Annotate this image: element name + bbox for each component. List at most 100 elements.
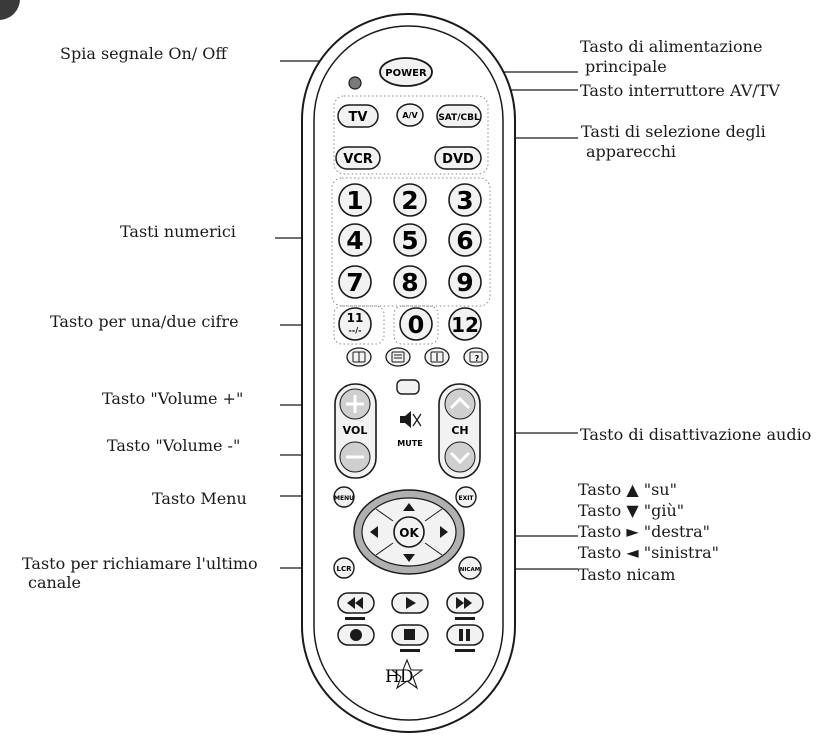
ok-button[interactable]: [393, 516, 425, 548]
svg-text:--/-: --/-: [349, 326, 362, 335]
volume-rocker[interactable]: VOL: [334, 383, 377, 479]
pause-button[interactable]: [446, 624, 484, 652]
label-signal-led: Spia segnale On/ Off: [60, 44, 227, 63]
menu-button[interactable]: MENU: [333, 486, 355, 508]
stop-button[interactable]: [391, 624, 429, 652]
navigation-pad[interactable]: OK: [353, 489, 465, 575]
lcr-button[interactable]: LCR: [333, 557, 355, 579]
mute-button[interactable]: MUTE: [397, 411, 423, 448]
label-nicam-key: Tasto nicam: [578, 565, 676, 584]
fast-forward-icon: [456, 597, 472, 609]
nav-up-icon: [403, 503, 415, 511]
svg-text:MENU: MENU: [334, 495, 354, 502]
svg-text:?: ?: [475, 354, 480, 363]
teletext-size-button[interactable]: [424, 347, 450, 367]
digit-8-button[interactable]: 8: [393, 265, 427, 299]
teletext-button[interactable]: [385, 347, 411, 367]
nicam-button[interactable]: NICAM: [458, 556, 482, 580]
record-button[interactable]: [337, 624, 375, 646]
svg-text:SAT/CBL: SAT/CBL: [438, 113, 480, 123]
digit-label: 8: [401, 268, 418, 297]
remote-inner-outline: [313, 25, 504, 721]
svg-text:VCR: VCR: [343, 152, 373, 167]
dvd-button[interactable]: DVD: [434, 146, 482, 170]
digit-3-button[interactable]: 3: [448, 183, 482, 217]
digit-2-button[interactable]: 2: [393, 183, 427, 217]
digit-toggle-button[interactable]: 11 --/-: [338, 307, 372, 341]
digit-7-button[interactable]: 7: [338, 265, 372, 299]
svg-text:LCR: LCR: [337, 565, 353, 573]
pause-icon: [459, 629, 470, 641]
teletext-mix-button[interactable]: [346, 347, 372, 367]
svg-text:OK: OK: [399, 526, 419, 540]
nav-right-icon: [440, 526, 448, 538]
mute-icon: [400, 411, 422, 428]
label-device-select-1: Tasti di selezione degli: [581, 122, 766, 141]
svg-text:12: 12: [451, 313, 479, 337]
signal-led: [348, 76, 362, 90]
digit-1-button[interactable]: 1: [338, 183, 372, 217]
svg-text:TV: TV: [349, 110, 368, 125]
label-menu-key: Tasto Menu: [152, 489, 247, 508]
digit-0-button[interactable]: 0: [399, 307, 433, 341]
channel-rocker[interactable]: CH: [438, 383, 481, 479]
teletext-reveal-icon: [469, 351, 483, 363]
svg-text:EXIT: EXIT: [458, 495, 474, 502]
rewind-button[interactable]: [337, 592, 375, 620]
svg-text:DVD: DVD: [442, 152, 474, 167]
zero-frame: [393, 305, 439, 345]
label-volume-up: Tasto "Volume +": [102, 389, 244, 408]
label-numeric-keys: Tasti numerici: [120, 222, 236, 241]
label-mute-key: Tasto di disattivazione audio: [580, 425, 812, 444]
label-volume-down: Tasto "Volume -": [107, 436, 241, 455]
small-function-button[interactable]: [396, 379, 420, 395]
exit-button[interactable]: EXIT: [455, 486, 477, 508]
svg-text:CH: CH: [451, 424, 468, 437]
play-button[interactable]: [391, 592, 429, 614]
svg-text:0: 0: [408, 311, 425, 339]
label-last-channel-2: canale: [28, 573, 81, 592]
teletext-reveal-button[interactable]: ?: [463, 347, 489, 367]
digit-4-button[interactable]: 4: [338, 223, 372, 257]
digit-9-button[interactable]: 9: [448, 265, 482, 299]
digit-label: 1: [346, 186, 363, 215]
hd-logo: HD: [385, 658, 424, 690]
nav-left-icon: [370, 526, 378, 538]
vcr-button[interactable]: VCR: [335, 146, 381, 170]
digit-label: 5: [401, 226, 418, 255]
rewind-icon: [347, 597, 363, 609]
digit-label: 3: [456, 186, 473, 215]
stop-icon: [404, 629, 415, 640]
label-last-channel-1: Tasto per richiamare l'ultimo: [22, 554, 258, 573]
svg-text:A/V: A/V: [402, 111, 418, 120]
digit-label: 7: [346, 268, 363, 297]
power-button[interactable]: POWER: [379, 57, 433, 87]
digit-6-button[interactable]: 6: [448, 223, 482, 257]
record-icon: [350, 629, 362, 641]
play-icon: [406, 597, 416, 609]
digit-label: 6: [456, 226, 473, 255]
svg-text:NICAM: NICAM: [460, 567, 480, 573]
digit-12-button[interactable]: 12: [448, 307, 482, 341]
digit-label: 9: [456, 268, 473, 297]
label-power-1: Tasto di alimentazione: [580, 37, 763, 56]
label-digit-toggle: Tasto per una/due cifre: [50, 312, 239, 331]
digit-5-button[interactable]: 5: [393, 223, 427, 257]
label-av-tv: Tasto interruttore AV/TV: [580, 81, 780, 100]
label-power-2: principale: [585, 57, 667, 76]
fast-forward-button[interactable]: [446, 592, 484, 620]
nav-down-icon: [403, 554, 415, 562]
tv-button[interactable]: TV: [337, 104, 379, 128]
av-button[interactable]: A/V: [396, 103, 424, 127]
digit-toggle-frame: [333, 305, 385, 345]
down-arrow-icon: [449, 451, 471, 465]
svg-text:MUTE: MUTE: [397, 439, 422, 448]
up-arrow-icon: [449, 396, 471, 410]
svg-text:VOL: VOL: [343, 424, 368, 437]
teletext-size-icon: [430, 351, 444, 363]
sat-cbl-button[interactable]: SAT/CBL: [436, 104, 482, 128]
label-left-key: Tasto ◄ "sinistra": [578, 543, 720, 562]
label-down-key: Tasto ▼ "giù": [578, 501, 685, 520]
